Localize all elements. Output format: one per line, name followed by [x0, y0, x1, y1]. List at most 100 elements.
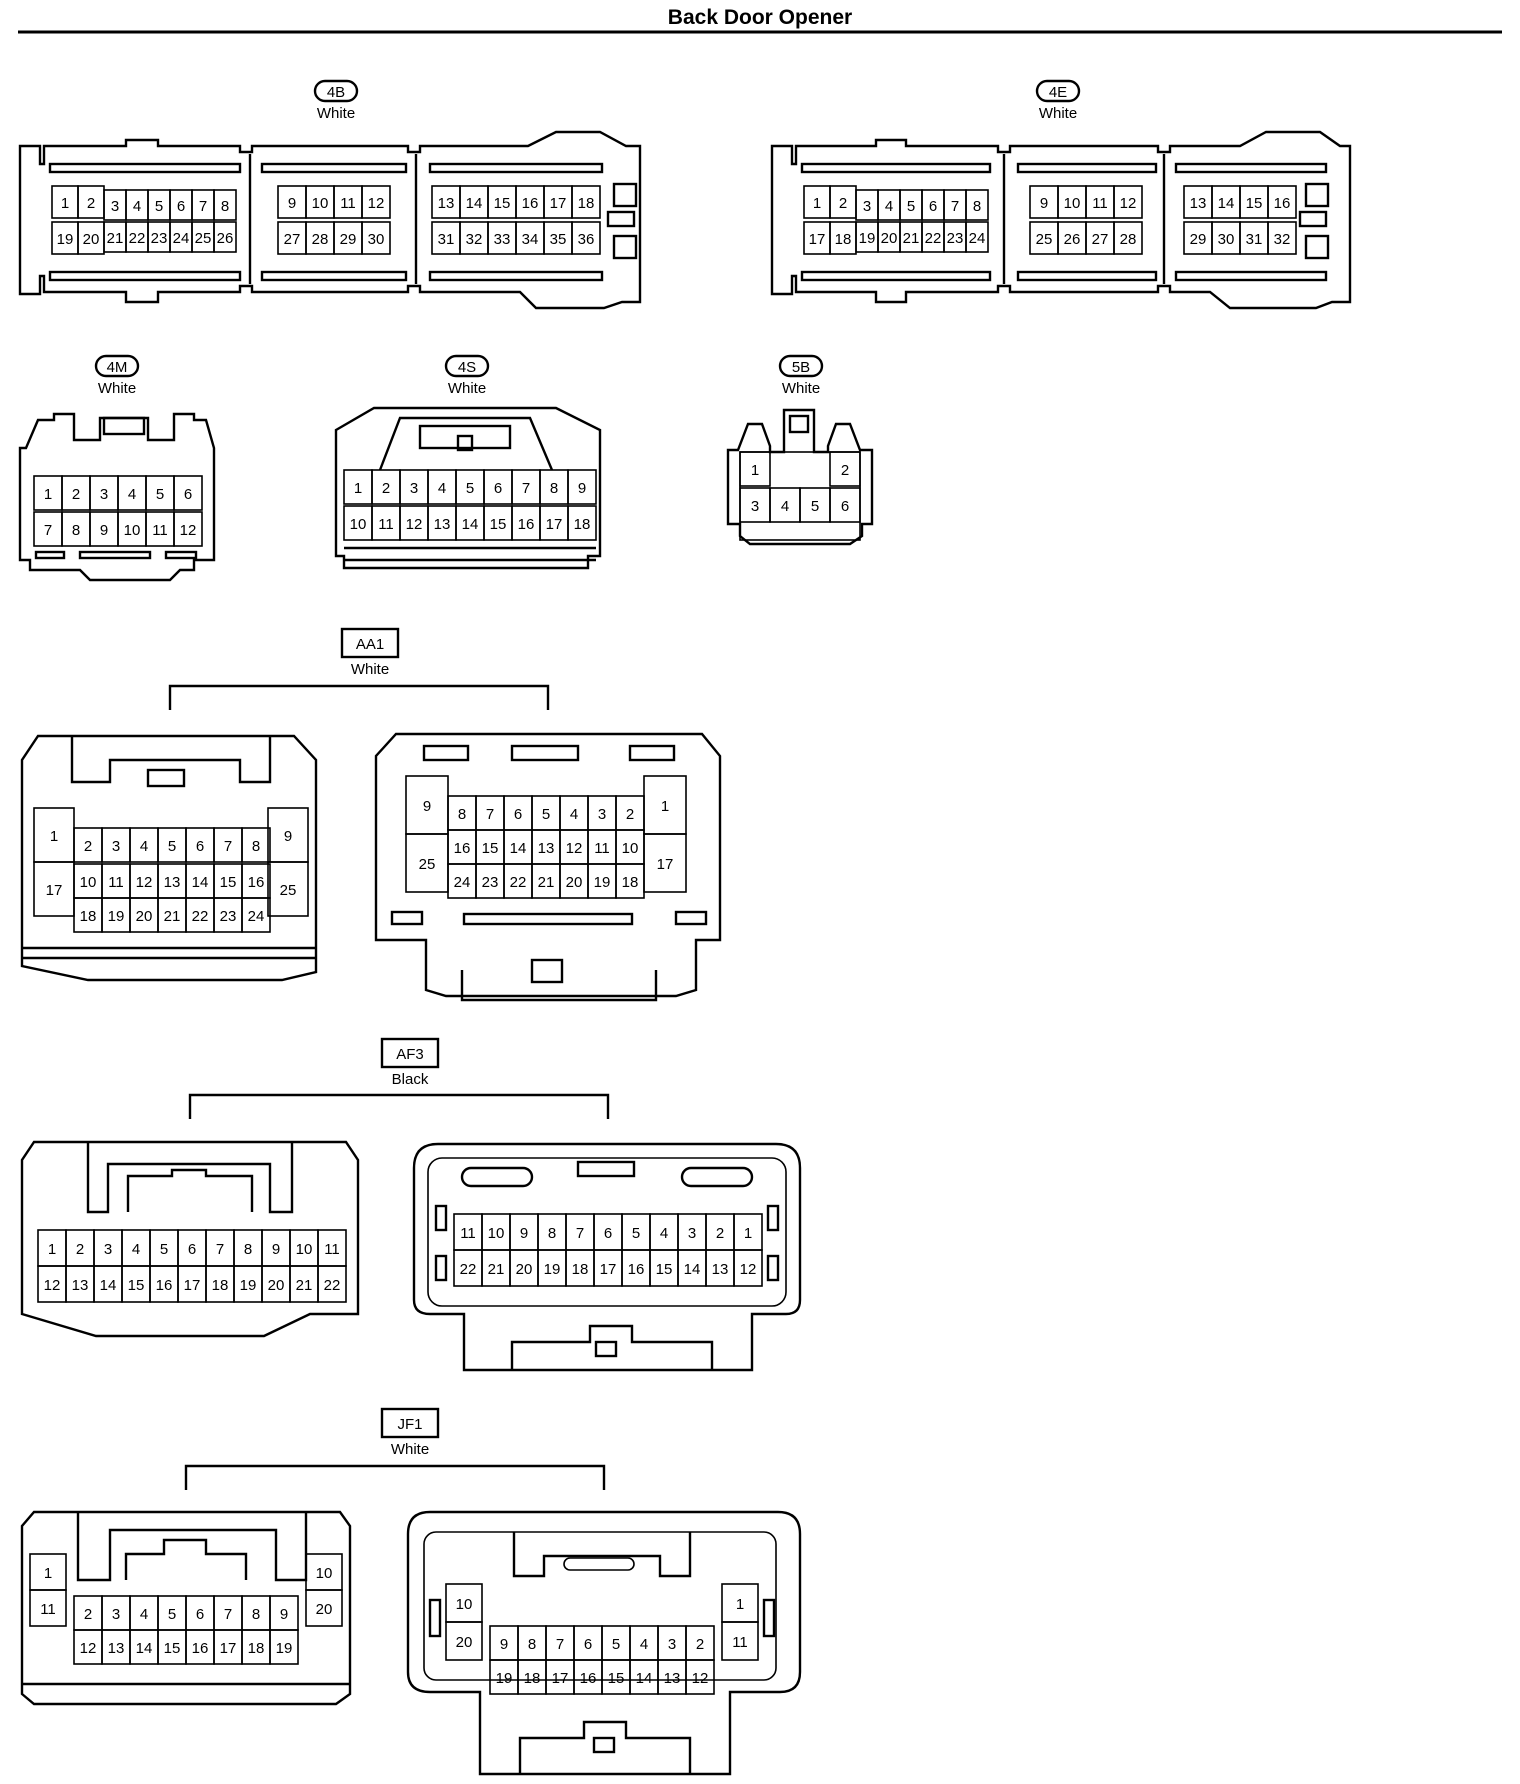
pin: 30 [1211, 221, 1241, 255]
pin: 11 [317, 1229, 347, 1267]
pin-label: 5 [168, 838, 176, 855]
pin: 8 [539, 469, 569, 505]
pin-label: 17 [552, 1670, 569, 1687]
pin-label: 7 [224, 838, 232, 855]
pin-label: 19 [108, 908, 125, 925]
pin-label: 4 [438, 480, 446, 497]
pin: 9 [277, 185, 307, 219]
pin-label: 7 [576, 1225, 584, 1242]
pin: 5 [621, 1213, 651, 1251]
pin: 20 [305, 1589, 343, 1627]
pin-label: 2 [716, 1225, 724, 1242]
pin-label: 8 [252, 1606, 260, 1623]
pin-label: 32 [1274, 231, 1291, 248]
pin: 15 [157, 1629, 187, 1665]
pin: 1 [739, 451, 771, 487]
pin-label: 14 [100, 1277, 117, 1294]
pin: 14 [1211, 185, 1241, 219]
pin-label: 1 [661, 798, 669, 815]
side-lock [1298, 210, 1328, 228]
pin-label: 8 [72, 522, 80, 539]
pin-label: 2 [72, 486, 80, 503]
pin-label: 12 [80, 1640, 97, 1657]
pin: 32 [1267, 221, 1297, 255]
pin: 7 [545, 1625, 575, 1661]
pin: 5 [531, 795, 561, 831]
pin-label: 17 [546, 516, 563, 533]
pin-label: 4 [640, 1636, 648, 1653]
pin: 3 [101, 1595, 131, 1631]
latch-slot [164, 550, 198, 560]
pin-label: 9 [500, 1636, 508, 1653]
pin-label: 17 [600, 1261, 617, 1278]
pin-label: 16 [192, 1640, 209, 1657]
pin: 3 [587, 795, 617, 831]
pin: 19 [587, 863, 617, 899]
pin: 19 [489, 1659, 519, 1695]
pin-label: 20 [268, 1277, 285, 1294]
inner-frame [423, 1531, 777, 1681]
latch-frame [86, 1142, 294, 1214]
pin: 19 [269, 1629, 299, 1665]
pin-label: 2 [696, 1636, 704, 1653]
pin-cell [241, 897, 271, 933]
pin: 25 [191, 221, 215, 253]
pin: 16 [511, 505, 541, 541]
pin: 13 [431, 185, 461, 219]
lock-tab [146, 768, 186, 788]
pin-label: 35 [550, 231, 567, 248]
pin-cell [213, 221, 237, 253]
pin: 28 [305, 221, 335, 255]
pin-label: 3 [751, 498, 759, 515]
pin-label: 18 [572, 1261, 589, 1278]
pin: 2 [73, 827, 103, 863]
pin: 15 [475, 829, 505, 865]
pin: 23 [147, 221, 171, 253]
pin-label: 8 [548, 1225, 556, 1242]
pin-label: 26 [1064, 231, 1081, 248]
pin: 4 [769, 487, 801, 523]
connector-code: JF1 [397, 1416, 422, 1433]
pin-label: 11 [324, 1241, 340, 1258]
pin-label: 19 [57, 231, 74, 248]
pin: 17 [545, 1659, 575, 1695]
pin: 15 [649, 1249, 679, 1287]
pin-label: 25 [280, 882, 297, 899]
pin-label: 5 [542, 806, 550, 823]
pin-label: 16 [454, 840, 471, 857]
pin: 11 [371, 505, 401, 541]
pin-label: 20 [316, 1601, 333, 1618]
pin: 31 [1239, 221, 1269, 255]
pin-cell [267, 861, 309, 917]
pin: 10 [343, 505, 373, 541]
pin: 9 [567, 469, 597, 505]
pin: 6 [829, 487, 861, 523]
pin-label: 32 [466, 231, 483, 248]
pin: 20 [77, 221, 105, 255]
pin-label: 24 [969, 230, 986, 247]
pin: 21 [531, 863, 561, 899]
pin-label: 25 [1036, 231, 1053, 248]
pin: 22 [317, 1265, 347, 1303]
latch-slot [48, 162, 242, 174]
latch-slot [428, 270, 604, 282]
pin-label: 9 [423, 798, 431, 815]
pin: 2 [61, 475, 91, 511]
housing-outline [374, 732, 722, 998]
pin: 30 [361, 221, 391, 255]
pin: 18 [205, 1265, 235, 1303]
pin-cell [965, 221, 989, 253]
pin: 2 [73, 1595, 103, 1631]
pin: 2 [615, 795, 645, 831]
housing-outline [726, 408, 874, 546]
connector-color: White [98, 380, 136, 397]
pin-label: 16 [156, 1277, 173, 1294]
pin: 18 [241, 1629, 271, 1665]
pin: 23 [475, 863, 505, 899]
pin-label: 19 [859, 230, 876, 247]
pin: 1 [29, 1553, 67, 1591]
pin-label: 4 [133, 198, 141, 215]
